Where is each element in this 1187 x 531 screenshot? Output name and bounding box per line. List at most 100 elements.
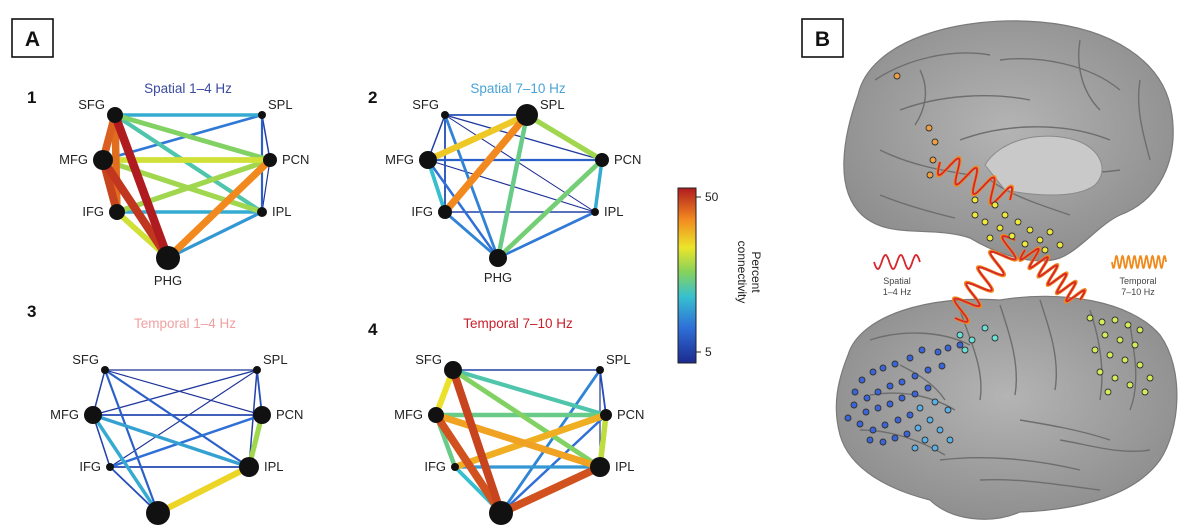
electrode-dot-yellow: [986, 234, 994, 242]
electrode-dot-light-blue: [914, 424, 922, 432]
network-title: Spatial 1–4 Hz: [144, 81, 232, 96]
edge-spl-pcn: [524, 112, 605, 163]
edge-sfg-phg: [443, 113, 500, 260]
electrode-dot-yellow: [1046, 228, 1054, 236]
electrode-dot-blue: [891, 360, 899, 368]
node-label-phg: PHG: [487, 528, 515, 531]
node-spl: [258, 111, 266, 119]
edge-spl-phg: [499, 368, 602, 515]
colorbar-gradient: [677, 187, 697, 364]
electrode-dot-yellow: [1036, 236, 1044, 244]
node-label-pcn: PCN: [276, 407, 303, 422]
spatial-legend-line1: Spatial: [883, 276, 911, 286]
electrode-dot-blue: [862, 408, 870, 416]
node-label-ifg: IFG: [79, 459, 101, 474]
edge-sfg-ipl: [444, 114, 596, 213]
electrode-dot-light-blue: [944, 406, 952, 414]
node-ifg: [438, 205, 452, 219]
electrode-dot-yellow-green: [1131, 341, 1139, 349]
electrode-dot-orange: [929, 156, 937, 164]
medial-brain-view: [843, 20, 1174, 262]
node-phg: [489, 249, 507, 267]
node-sfg: [101, 366, 109, 374]
spatial-wave-legend: [873, 254, 921, 270]
electrode-dot-cyan: [961, 346, 969, 354]
edge-sfg-pcn: [104, 369, 263, 416]
electrode-dot-yellow: [1021, 240, 1029, 248]
node-pcn: [263, 153, 277, 167]
edge-mfg-ipl: [100, 157, 265, 215]
colorbar: 50 5 Percent connectivity: [677, 187, 763, 364]
edge-mfg-ifg: [92, 414, 111, 468]
electrode-dot-blue: [844, 414, 852, 422]
node-label-ipl: IPL: [264, 459, 284, 474]
electrode-dot-yellow-green: [1111, 374, 1119, 382]
network-title: Temporal 1–4 Hz: [134, 316, 236, 331]
network-title: Spatial 7–10 Hz: [470, 81, 566, 96]
electrode-dot-yellow-green: [1098, 318, 1106, 326]
electrode-dot-cyan: [968, 336, 976, 344]
node-pcn: [253, 406, 271, 424]
electrode-dot-blue: [924, 384, 932, 392]
node-label-sfg: SFG: [412, 97, 439, 112]
node-label-sfg: SFG: [72, 352, 99, 367]
electrode-dot-blue: [851, 388, 859, 396]
electrode-dot-yellow-green: [1126, 381, 1134, 389]
electrode-dot-yellow: [981, 218, 989, 226]
edge-sfg-pcn: [450, 367, 609, 418]
colorbar-max-label: 50: [705, 190, 719, 204]
temporal-legend-line2: 7–10 Hz: [1121, 287, 1155, 297]
node-spl: [516, 104, 538, 126]
network-number: 3: [27, 302, 36, 321]
electrode-dot-light-blue: [946, 436, 954, 444]
panel-a-letter: A: [25, 28, 40, 51]
electrode-dot-blue: [850, 401, 858, 409]
electrode-dot-blue: [891, 434, 899, 442]
electrode-dot-orange: [925, 124, 933, 132]
node-label-pcn: PCN: [617, 407, 644, 422]
electrode-dot-blue: [869, 426, 877, 434]
node-label-sfg: SFG: [415, 352, 442, 367]
node-label-mfg: MFG: [385, 152, 414, 167]
electrode-dot-blue: [869, 368, 877, 376]
electrode-dot-light-blue: [926, 416, 934, 424]
electrode-dot-yellow: [1026, 226, 1034, 234]
edge-sfg-ipl: [450, 367, 603, 470]
edge-mfg-ifg: [426, 158, 447, 214]
electrode-dot-yellow-green: [1141, 388, 1149, 396]
node-pcn: [600, 409, 612, 421]
electrode-dot-blue: [886, 382, 894, 390]
edge-pcn-phg: [495, 157, 605, 261]
electrode-dot-yellow: [1056, 241, 1064, 249]
panel-a-label: A: [11, 18, 54, 58]
node-label-ipl: IPL: [272, 204, 292, 219]
edge-spl-pcn: [261, 114, 271, 161]
electrode-dot-yellow-green: [1136, 361, 1144, 369]
electrode-dot-blue: [944, 344, 952, 352]
node-label-mfg: MFG: [394, 407, 423, 422]
node-label-ifg: IFG: [411, 204, 433, 219]
node-sfg: [441, 111, 449, 119]
electrode-dot-blue: [866, 436, 874, 444]
network-number: 4: [368, 320, 378, 339]
electrode-dot-light-blue: [911, 444, 919, 452]
node-spl: [253, 366, 261, 374]
electrode-dots: [844, 72, 1154, 452]
temporal-legend-line1: Temporal: [1119, 276, 1156, 286]
electrode-dot-light-blue: [921, 436, 929, 444]
electrode-dot-blue: [918, 346, 926, 354]
node-ifg: [451, 463, 459, 471]
electrode-dot-yellow-green: [1111, 316, 1119, 324]
edge-sfg-phg: [449, 366, 505, 517]
electrode-dot-blue: [886, 400, 894, 408]
edge-spl-phg: [495, 112, 530, 261]
node-ipl: [257, 207, 267, 217]
node-label-spl: SPL: [263, 352, 288, 367]
node-label-ifg: IFG: [424, 459, 446, 474]
electrode-dot-yellow: [971, 211, 979, 219]
electrode-dot-blue: [934, 348, 942, 356]
